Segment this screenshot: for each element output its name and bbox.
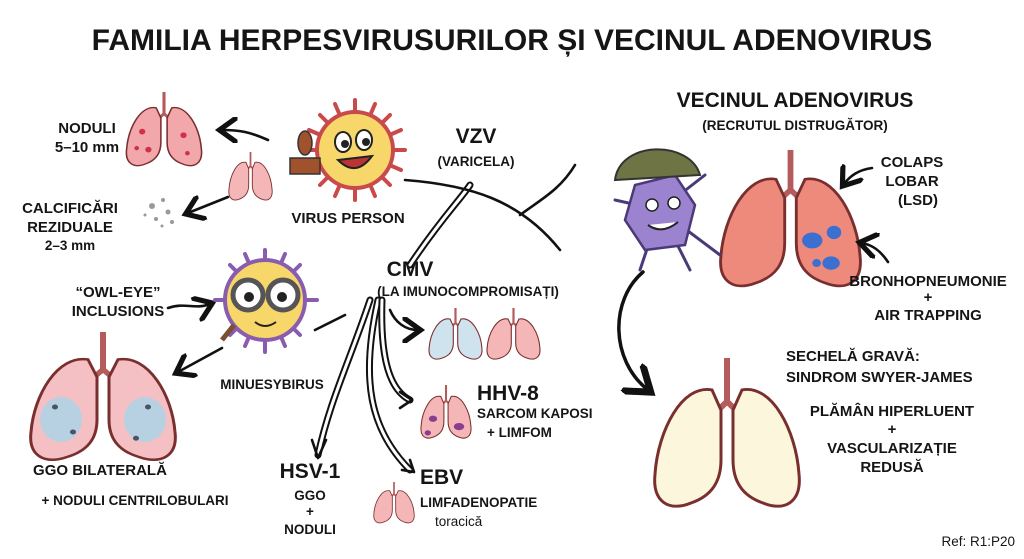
ebv-line-2: toracică bbox=[435, 514, 483, 529]
calcifications-label-2: REZIDUALE bbox=[27, 219, 113, 236]
hsv1-line-3: NODULI bbox=[284, 522, 336, 537]
calcifications-size: 2–3 mm bbox=[45, 238, 95, 253]
broncho-label-1: BRONHOPNEUMONIE bbox=[849, 273, 1007, 290]
arrow-to-colaps bbox=[844, 168, 874, 184]
sequela-syndrome: SINDROM SWYER-JAMES bbox=[786, 369, 973, 386]
ebv-lung-illustration bbox=[372, 481, 416, 524]
hhv8-line-2: + LIMFOM bbox=[487, 425, 552, 440]
small-lung-illustration bbox=[227, 151, 274, 201]
minuesybirus-label: MINUESYBIRUS bbox=[220, 377, 324, 392]
arrow-to-calcifications bbox=[188, 197, 230, 213]
arrow-to-sequela bbox=[617, 270, 648, 390]
feature-3: REDUSĂ bbox=[860, 459, 924, 476]
cmv-subtitle: (LA IMUNOCOMPROMISAȚI) bbox=[377, 284, 559, 299]
adenovirus-soldier-character-icon bbox=[613, 148, 722, 272]
cmv-branch-arrows bbox=[310, 296, 418, 474]
arrow-to-owl-virus bbox=[166, 304, 210, 308]
broncho-label-2: + bbox=[924, 289, 933, 306]
ebv-line-1: LIMFADENOPATIE bbox=[420, 495, 537, 510]
hyperlucent-lung-illustration bbox=[655, 358, 800, 506]
owl-eye-label: “OWL-EYE” bbox=[76, 284, 161, 301]
hsv1-label: HSV-1 bbox=[280, 460, 341, 483]
page-title: FAMILIA HERPESVIRUSURILOR ȘI VECINUL ADE… bbox=[92, 24, 933, 57]
virus-person-label: VIRUS PERSON bbox=[291, 210, 404, 227]
connector-vzv-cmv bbox=[403, 163, 577, 269]
connector-cmv-owl bbox=[313, 313, 347, 332]
arrow-to-ggo-lung bbox=[178, 346, 224, 372]
ggo-bilateral-label: GGO BILATERALĂ bbox=[33, 462, 167, 479]
calcifications-label: CALCIFICĂRI bbox=[22, 200, 118, 217]
feature-2: VASCULARIZAȚIE bbox=[827, 440, 957, 457]
broncho-label-3: AIR TRAPPING bbox=[874, 307, 982, 324]
owl-eye-virus-character-icon bbox=[213, 248, 319, 354]
calcification-dots bbox=[143, 198, 174, 228]
hsv1-line-1: GGO bbox=[294, 488, 326, 503]
vzv-label: VZV bbox=[456, 125, 497, 148]
feature-plus: + bbox=[888, 421, 897, 438]
reference-label: Ref: R1:P20 bbox=[941, 534, 1015, 549]
ebv-label: EBV bbox=[420, 466, 463, 489]
lung-nodules-illustration bbox=[124, 90, 204, 168]
cmv-lungs-illustration bbox=[427, 306, 542, 361]
hsv1-line-2: + bbox=[306, 504, 314, 519]
adenovirus-subtitle: (RECRUTUL DISTRUGĂTOR) bbox=[702, 118, 888, 133]
red-lungs-illustration bbox=[721, 150, 861, 286]
colaps-label-1: COLAPS bbox=[881, 154, 944, 171]
nodules-size: 5–10 mm bbox=[55, 139, 119, 156]
feature-1: PLĂMÂN HIPERLUENT bbox=[810, 402, 974, 420]
sequela-label: SECHELĂ GRAVĂ: bbox=[786, 348, 920, 365]
colaps-label-2: LOBAR bbox=[885, 173, 938, 190]
centrilobular-nodules-label: + NODULI CENTRILOBULARI bbox=[41, 493, 228, 508]
arrow-to-bronchopneumonia bbox=[862, 243, 890, 264]
arrow-to-nodules bbox=[222, 130, 270, 140]
hhv8-lung-illustration bbox=[419, 383, 473, 440]
ggo-bilateral-lung-illustration bbox=[31, 332, 176, 460]
owl-eye-label-2: INCLUSIONS bbox=[72, 303, 165, 320]
cmv-label: CMV bbox=[387, 258, 434, 281]
vzv-subtitle: (VARICELA) bbox=[438, 154, 515, 169]
adenovirus-title: VECINUL ADENOVIRUS bbox=[677, 89, 914, 112]
hhv8-line-1: SARCOM KAPOSI bbox=[477, 406, 593, 421]
colaps-label-3: (LSD) bbox=[898, 192, 938, 209]
virus-person-character-icon bbox=[289, 98, 407, 202]
nodules-label: NODULI bbox=[58, 120, 116, 137]
hhv8-label: HHV-8 bbox=[477, 382, 539, 405]
